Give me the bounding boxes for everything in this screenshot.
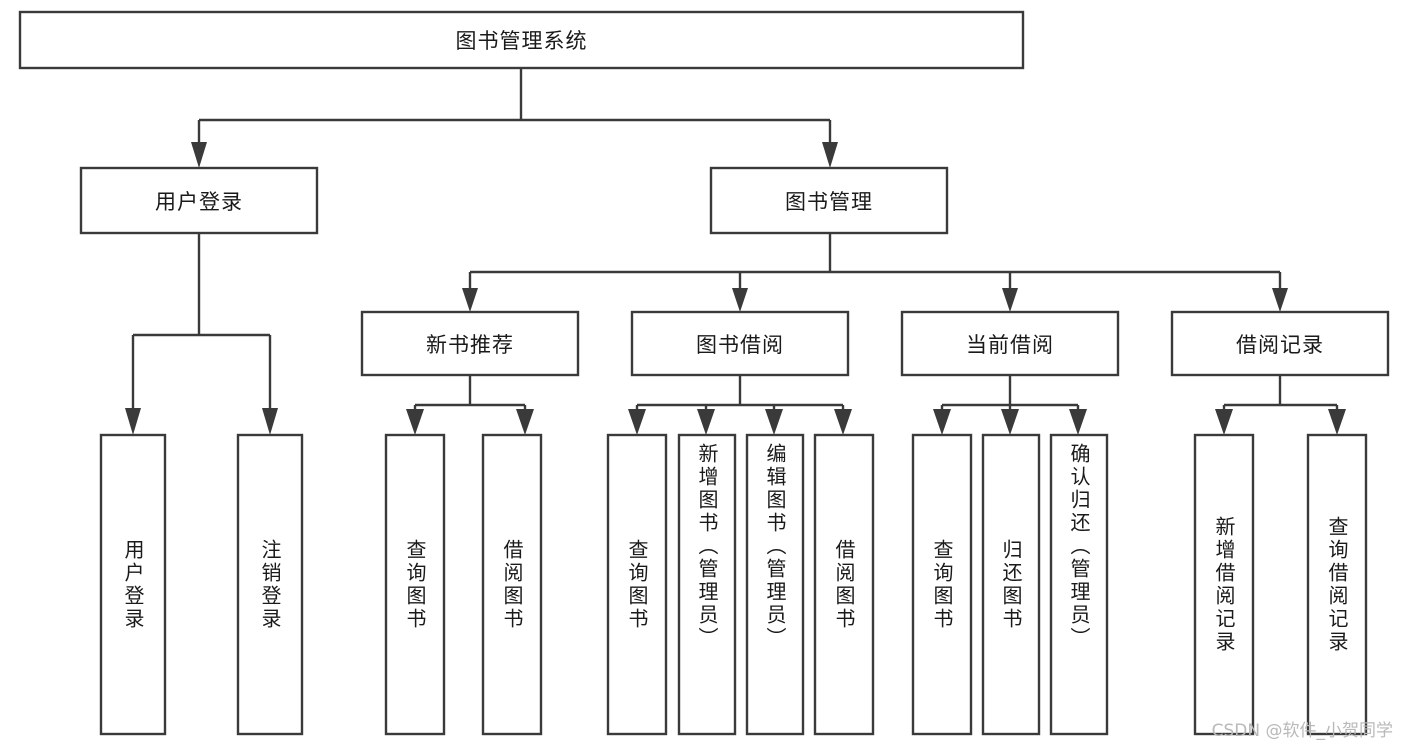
arrow-head-borrow-record <box>1272 288 1288 312</box>
arrow-head-leaf-query-borrow-record <box>1328 409 1346 435</box>
node-borrow-record[interactable] <box>1170 310 1390 377</box>
node-leaf-return-book[interactable] <box>981 433 1041 736</box>
arrow-head-leaf-query-book-3 <box>933 409 951 435</box>
arrow-head-leaf-add-borrow-record <box>1215 409 1233 435</box>
arrow-head-leaf-borrow-book-1 <box>516 409 534 435</box>
node-layer <box>18 10 1390 736</box>
arrow-head-leaf-query-book-2 <box>628 409 646 435</box>
arrow-head-leaf-confirm-return <box>1069 409 1087 435</box>
arrow-head-leaf-return-book <box>1001 409 1019 435</box>
arrow-head-new-book-recommend <box>462 288 478 312</box>
arrow-head-leaf-edit-book <box>765 409 783 435</box>
arrow-head-book-borrow <box>732 288 748 312</box>
node-leaf-add-book[interactable] <box>677 433 737 736</box>
node-root[interactable] <box>18 10 1025 70</box>
node-leaf-borrow-book-1[interactable] <box>481 433 543 736</box>
node-leaf-edit-book[interactable] <box>745 433 805 736</box>
node-book-management[interactable] <box>709 166 949 235</box>
node-leaf-user-login[interactable] <box>99 433 167 736</box>
node-leaf-query-book-3[interactable] <box>911 433 973 736</box>
node-leaf-query-book-2[interactable] <box>606 433 668 736</box>
node-leaf-confirm-return[interactable] <box>1049 433 1109 736</box>
arrow-head-user-login <box>191 142 207 168</box>
node-leaf-query-book-1[interactable] <box>384 433 446 736</box>
arrow-head-leaf-add-book <box>697 409 715 435</box>
node-new-book-recommend[interactable] <box>360 310 580 377</box>
node-leaf-query-borrow-record[interactable] <box>1306 433 1368 736</box>
arrow-head-current-borrow <box>1002 288 1018 312</box>
arrow-head-leaf-borrow-book-2 <box>834 409 852 435</box>
arrow-head-leaf-logout-login <box>262 408 278 435</box>
node-leaf-add-borrow-record[interactable] <box>1193 433 1255 736</box>
arrow-head-leaf-query-book-1 <box>406 409 424 435</box>
arrow-head-book-management <box>822 142 838 168</box>
connector-layer <box>125 68 1346 435</box>
node-leaf-borrow-book-2[interactable] <box>813 433 875 736</box>
node-current-borrow[interactable] <box>900 310 1120 377</box>
node-user-login[interactable] <box>79 166 319 235</box>
node-book-borrow[interactable] <box>630 310 850 377</box>
node-leaf-logout-login[interactable] <box>236 433 304 736</box>
arrow-head-leaf-user-login <box>125 408 141 435</box>
